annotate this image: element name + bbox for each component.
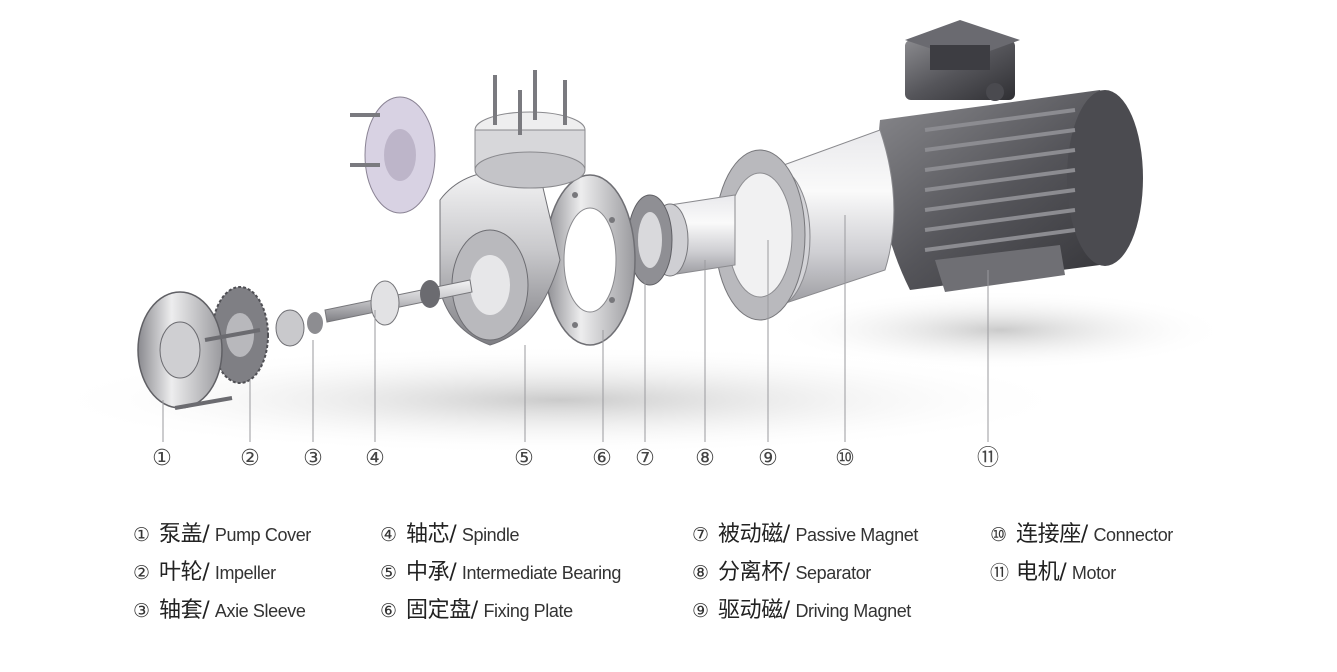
callout-7: ⑦ [635,446,655,471]
callout-2: ② [240,446,260,471]
callout-6: ⑥ [592,446,612,471]
callout-10: ⑩ [835,446,855,471]
callout-4: ④ [365,446,385,471]
callout-5: ⑤ [514,446,534,471]
callout-9: ⑨ [758,446,778,471]
intermediate-bearing-part [350,70,586,346]
spindle-part [324,279,473,326]
passive-magnet-part [627,194,673,286]
callout-3: ③ [303,446,323,471]
pump-cover-part [137,291,261,410]
fixing-plate-part [544,174,636,346]
driving-magnet-part [714,149,806,321]
callout-11: ⑪ [976,446,999,471]
callout-1: ① [152,446,172,471]
ground-shadow [40,345,1080,455]
axle-sleeve-part [275,309,323,347]
motor-part [878,20,1143,292]
leader-lines [162,215,989,442]
callout-8: ⑧ [695,446,715,471]
